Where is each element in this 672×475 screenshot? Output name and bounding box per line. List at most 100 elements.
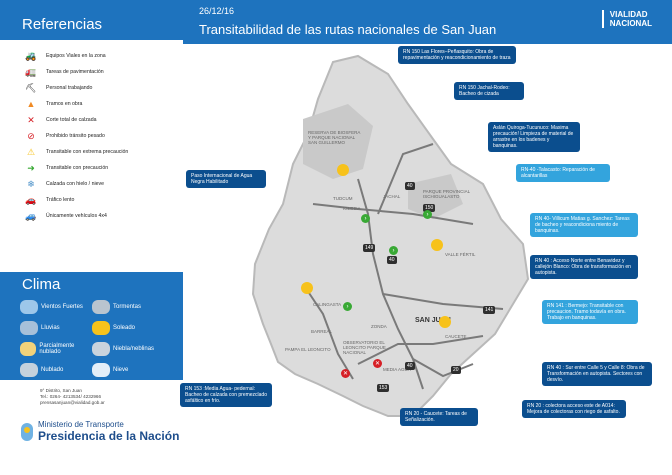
worker-icon: ⛏ — [25, 82, 37, 93]
referencia-label: Equipos Viales en la zona — [46, 53, 106, 59]
referencia-label: Prohibido tránsito pesado — [46, 133, 105, 139]
clima-label: Lluvias — [41, 325, 60, 331]
label-leoncito: OBSERVATORIO EL LEONCITO PARQUE NACIONAL — [343, 340, 386, 355]
road-closed-icon: ✕ — [373, 359, 382, 368]
callout-rn20-caucete[interactable]: RN 20 - Caucete: Tareas de Señalización. — [400, 408, 478, 426]
callout-rn141[interactable]: RN 141 : Bermejo: Transitable con precau… — [542, 300, 638, 324]
partly-cloudy-icon — [20, 342, 37, 356]
clima-header: Clima — [0, 272, 183, 294]
sun-icon — [431, 239, 443, 251]
label-tudcum: TUDCUM — [333, 196, 353, 201]
caution-icon: › — [423, 210, 432, 219]
ministry-logo: Ministerio de Transporte Presidencia de … — [20, 420, 179, 443]
ministry-line2: Presidencia de la Nación — [38, 429, 180, 443]
clima-label: Vientos Fuertes — [41, 304, 83, 310]
caution-icon: ➜ — [27, 162, 35, 173]
clima-label: Niebla/neblinas — [113, 346, 155, 352]
storm-icon — [92, 300, 110, 314]
road-equipment-icon: 🚜 — [25, 50, 37, 61]
reserve-area — [303, 104, 373, 179]
clima-label: Soleado — [113, 325, 136, 331]
referencia-item: ❄ Calzada con hielo / nieve — [20, 176, 183, 192]
callout-rn150-jachal[interactable]: RN 150 Jachal-Rodeo: Bacheo de cizada — [454, 82, 524, 100]
referencias-header: Referencias — [0, 0, 183, 40]
road-badge-141: 141 — [483, 306, 496, 314]
referencia-item: 🚛Tareas de pavimentación — [20, 64, 183, 80]
contact-line2: Tel.: 0264- 4213534/ 4232966 — [40, 394, 102, 399]
road-badge-20: 20 — [451, 366, 461, 374]
callout-rn40-villicum[interactable]: RN 40- Villicum Matias g. Sanchez: Tarea… — [530, 213, 638, 237]
callout-rn40-acceso-norte[interactable]: RN 40 : Acceso Norte entre Benavidez y c… — [530, 255, 638, 279]
contact-line1: 9° Distrito, San Juan — [40, 388, 82, 393]
ministry-line1: Ministerio de Transporte — [38, 420, 124, 429]
clima-item: Lluvias — [20, 319, 92, 337]
park-area — [408, 174, 463, 219]
clima-item: Nieve — [92, 361, 164, 379]
brand-line1: VIALIDAD — [609, 10, 648, 19]
label-reserva: RESERVA DE BIOSFERA Y PARQUE NACIONAL SA… — [308, 130, 361, 145]
wind-icon — [20, 300, 38, 314]
callout-agua-negra[interactable]: Paso Internacional de Agua Negra Habilit… — [186, 170, 266, 188]
referencia-label: Corte total de calzada — [46, 117, 97, 123]
4x4-icon: 🚙 — [25, 210, 37, 221]
referencia-item: ⛏ Personal trabajando — [20, 80, 183, 96]
callout-rn20-colectora[interactable]: RN 20 : colectora acceso este de A014: M… — [522, 400, 626, 418]
callout-rn153[interactable]: RN 153 :Media Agua- pedernal: Bacheo de … — [180, 383, 272, 407]
label-pampa: PAMPA EL LEONCITO — [285, 347, 331, 352]
contact-info: 9° Distrito, San Juan Tel.: 0264- 421353… — [40, 388, 105, 406]
no-trucks-icon: ⊘ — [27, 130, 35, 141]
ice-snow-icon: ❄ — [27, 178, 35, 189]
referencia-label: Personal trabajando — [46, 85, 93, 91]
road-closed-icon: ✕ — [341, 369, 350, 378]
caution-icon: › — [389, 246, 398, 255]
callout-rn40-sur[interactable]: RN 40 : Sur entre Calle 5 y Calle 8: Obr… — [542, 362, 652, 386]
rain-icon — [20, 321, 38, 335]
road-badge-149: 149 — [363, 244, 376, 252]
cone-icon: ▲ — [26, 99, 36, 109]
road-badge-153: 153 — [377, 384, 390, 392]
referencia-item: ▲ Tramos en obra — [20, 96, 183, 112]
label-caucete: CAUCETE — [445, 334, 467, 339]
label-media-agua: MEDIA AGUA — [383, 367, 411, 372]
referencia-item: 🚙 Únicamente vehículos 4x4 — [20, 208, 183, 224]
referencia-item: ➜Transitable con precaución — [20, 160, 183, 176]
road-badge-40b: 40 — [387, 256, 397, 264]
caution-icon: › — [343, 302, 352, 311]
contact-line3[interactable]: prensasanjuan@vialidad.gob.ar — [40, 400, 105, 405]
callout-aslan[interactable]: Aslán Quiroga-Tucunuco: Maxima precaució… — [488, 122, 580, 152]
clima-item: Vientos Fuertes — [20, 298, 92, 316]
report-date: 26/12/16 — [199, 6, 235, 16]
clima-label: Nublado — [41, 367, 64, 373]
clima-title: Clima — [22, 276, 61, 293]
referencias-list: 🚜 Equipos Viales en la zona 🚛Tareas de pav… — [0, 40, 183, 224]
slow-traffic-icon: 🚗 — [25, 194, 37, 205]
clima-item: Nublado — [20, 361, 92, 379]
referencia-label: Calzada con hielo / nieve — [46, 181, 104, 187]
referencia-label: Tráfico lento — [46, 197, 75, 203]
callout-rn150-flores[interactable]: RN 150 Las Flores–Peñasquito: Obra de re… — [398, 46, 516, 64]
label-zonda: ZONDA — [371, 324, 387, 329]
callout-rn40-talacasto[interactable]: RN-40 -Talacasto: Reparación de alcantar… — [516, 164, 610, 182]
label-barreal: BARREAL — [311, 329, 333, 334]
referencias-title: Referencias — [22, 16, 103, 33]
road-badge-40a: 40 — [405, 182, 415, 190]
road-closed-icon: ✕ — [27, 114, 35, 125]
referencia-label: Tramos en obra — [46, 101, 83, 107]
brand-line2: NACIONAL — [609, 19, 652, 28]
clima-item: Soleado — [92, 319, 164, 337]
referencia-item: 🚜 Equipos Viales en la zona — [20, 48, 183, 64]
referencia-label: Únicamente vehículos 4x4 — [46, 213, 107, 219]
paving-icon: 🚛 — [25, 66, 37, 77]
province-shape — [251, 54, 530, 417]
label-iglesia: IGLESIA — [343, 206, 361, 211]
referencia-item: ⚠Transitable con extrema precaución — [20, 144, 183, 160]
clima-label: Nieve — [113, 367, 129, 373]
extreme-caution-icon: ⚠ — [26, 146, 36, 157]
brand-logo: VIALIDAD NACIONAL — [601, 10, 652, 28]
referencia-item: ⊘ Prohibido tránsito pesado — [20, 128, 183, 144]
shield-icon — [21, 422, 33, 441]
fog-icon — [92, 342, 110, 356]
label-calingasta: CALINGASTA — [313, 302, 342, 307]
label-ischigualasto: PARQUE PROVINCIAL ISCHIGUALASTO — [423, 189, 471, 199]
